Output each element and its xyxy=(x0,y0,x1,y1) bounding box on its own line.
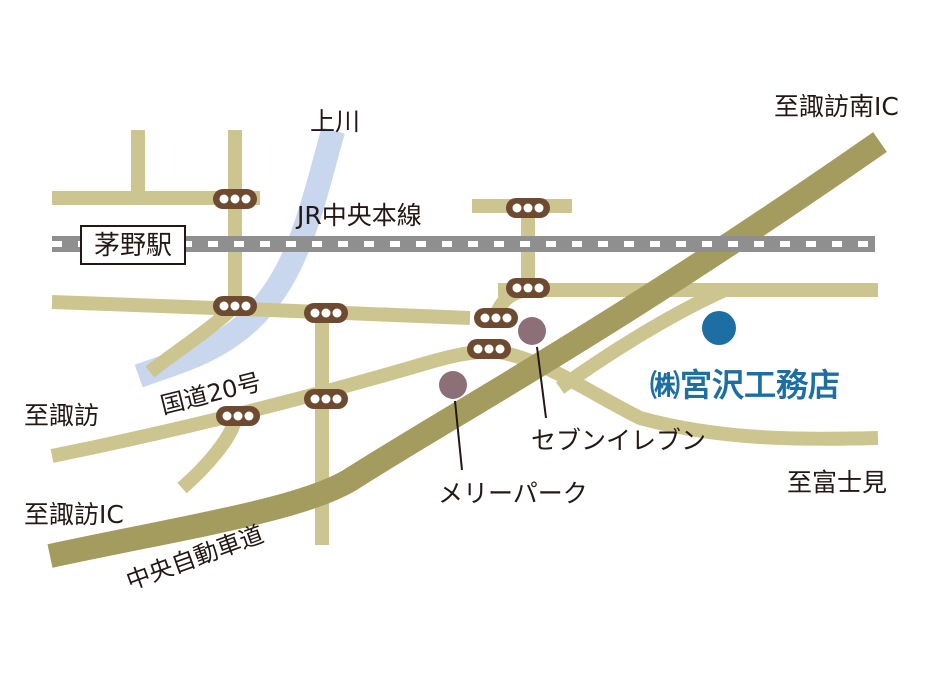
traffic-light-icon xyxy=(304,303,348,323)
company-location-icon xyxy=(702,311,736,345)
company-label: 宮沢工務店 xyxy=(680,366,840,404)
landmark-merry-park xyxy=(439,371,467,471)
seven-eleven-label: セブンイレブン xyxy=(531,426,706,455)
company-name: ㈱宮沢工務店 xyxy=(650,366,840,404)
traffic-light-icon xyxy=(213,296,257,316)
traffic-light-icon xyxy=(474,308,518,328)
road-south-branch xyxy=(177,417,242,494)
dest-fujimi: 至富士見 xyxy=(787,468,887,497)
railway-label: JR中央本線 xyxy=(295,201,422,230)
road-east-diagonal xyxy=(555,283,728,394)
merry-park-label: メリーパーク xyxy=(438,479,588,508)
station-label: 茅野駅 xyxy=(94,231,172,261)
traffic-light-icon xyxy=(467,339,511,359)
landmark-seven-eleven xyxy=(518,317,547,419)
traffic-light-icon xyxy=(216,406,260,426)
chuo-expressway xyxy=(47,132,887,568)
company-mark: ㈱ xyxy=(650,369,680,404)
seven-eleven-dot-icon xyxy=(518,317,546,345)
road-central-horizontal xyxy=(51,295,471,325)
traffic-light-icon xyxy=(213,189,257,209)
merry-park-dot-icon xyxy=(439,371,467,399)
dest-suwa-minami-ic: 至諏訪南IC xyxy=(774,92,899,121)
traffic-light-icon xyxy=(304,389,348,409)
jr-chuo-line xyxy=(52,236,875,252)
traffic-light-icon xyxy=(506,278,550,298)
traffic-light-icon xyxy=(506,198,550,218)
chino-station: 茅野駅 xyxy=(80,225,186,265)
dest-suwa-ic: 至諏訪IC xyxy=(24,500,124,529)
river-label: 上川 xyxy=(310,107,360,136)
dest-suwa: 至諏訪 xyxy=(24,401,99,430)
traffic-lights xyxy=(213,189,550,426)
